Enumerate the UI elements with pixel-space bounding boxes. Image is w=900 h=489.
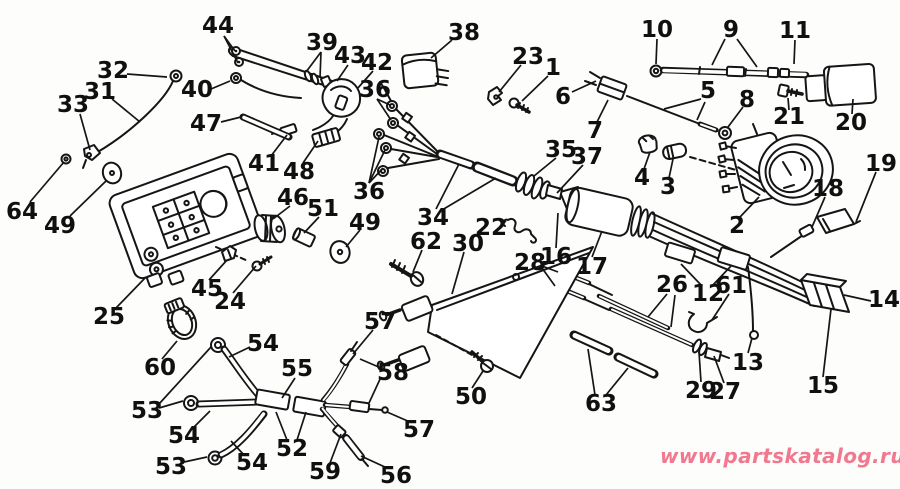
part-label-46: 46	[277, 185, 309, 211]
part-label-34: 34	[417, 205, 449, 231]
part-label-24: 24	[214, 289, 246, 315]
part-label-53b: 53	[155, 454, 187, 480]
part-label-8: 8	[739, 87, 755, 113]
part-label-42: 42	[361, 50, 393, 76]
part-label-59: 59	[309, 459, 341, 485]
part-label-37: 37	[571, 144, 603, 170]
bulb-and-socket-drawing	[637, 134, 737, 171]
part-label-33: 33	[57, 92, 89, 118]
part-label-26: 26	[656, 272, 688, 298]
part-label-5: 5	[700, 78, 716, 104]
part-label-19: 19	[865, 151, 897, 177]
part-label-47: 47	[190, 111, 222, 137]
part-label-48: 48	[283, 159, 315, 185]
part-label-57a: 57	[364, 309, 396, 335]
part-label-54c: 54	[236, 450, 268, 476]
part-label-54b: 54	[168, 423, 200, 449]
part-label-64: 64	[6, 199, 38, 225]
part-label-49b: 49	[349, 210, 381, 236]
top-cable-and-boot-drawing	[649, 62, 877, 107]
part-label-30: 30	[452, 231, 484, 257]
part-label-7: 7	[587, 118, 603, 144]
part-label-20: 20	[835, 110, 867, 136]
part-label-45: 45	[191, 276, 223, 302]
part-label-21: 21	[773, 104, 805, 130]
part-label-50: 50	[455, 384, 487, 410]
part-label-32: 32	[97, 58, 129, 84]
part-label-9: 9	[723, 17, 739, 43]
part-label-25: 25	[93, 304, 125, 330]
part-label-2: 2	[729, 213, 745, 239]
part-label-53a: 53	[131, 398, 163, 424]
part-label-36a: 36	[359, 77, 391, 103]
part-label-55: 55	[281, 356, 313, 382]
part-label-54a: 54	[247, 331, 279, 357]
part-label-63: 63	[585, 391, 617, 417]
clip-and-screw-drawing	[487, 86, 531, 114]
part-label-60: 60	[144, 355, 176, 381]
part-label-13: 13	[732, 350, 764, 376]
part-label-23: 23	[512, 44, 544, 70]
leader-lines	[29, 35, 877, 469]
part-label-36b: 36	[353, 179, 385, 205]
choke-wire-connector-drawing	[584, 71, 732, 140]
tachometer-gauge-drawing	[717, 123, 834, 206]
part-label-12: 12	[692, 281, 724, 307]
part-label-22: 22	[475, 215, 507, 241]
part-label-58: 58	[377, 360, 409, 386]
part-label-15: 15	[807, 373, 839, 399]
part-label-1: 1	[545, 55, 561, 81]
part-label-31: 31	[84, 79, 116, 105]
part-label-44: 44	[202, 13, 234, 39]
relay-drawing	[400, 51, 450, 90]
battery-harness-drawing	[183, 337, 389, 467]
sleeve-tubes-drawing	[569, 330, 659, 379]
part-label-61: 61	[715, 273, 747, 299]
part-label-62: 62	[410, 229, 442, 255]
part-label-39: 39	[306, 30, 338, 56]
part-label-57b: 57	[403, 417, 435, 443]
part-label-27: 27	[709, 379, 741, 405]
control-box-drawing	[108, 152, 351, 340]
part-label-29: 29	[685, 378, 717, 404]
part-label-3: 3	[660, 174, 676, 200]
ignition-coil-harness-drawing	[559, 186, 850, 340]
sender-connector-drawing	[770, 208, 861, 258]
part-label-10: 10	[641, 17, 673, 43]
lanyard-cable-drawing	[60, 69, 183, 185]
part-label-16: 16	[540, 244, 572, 270]
engine-harness-drawing	[373, 81, 563, 244]
part-label-28: 28	[514, 250, 546, 276]
part-label-52: 52	[276, 436, 308, 462]
part-label-14: 14	[868, 287, 900, 313]
part-label-41: 41	[248, 151, 280, 177]
lead-wires-drawing	[596, 293, 730, 362]
part-label-38: 38	[448, 20, 480, 46]
part-label-43: 43	[334, 43, 366, 69]
part-label-49a: 49	[44, 213, 76, 239]
part-label-18: 18	[812, 176, 844, 202]
part-label-40: 40	[181, 77, 213, 103]
power-pack-plate-drawing	[376, 246, 594, 379]
part-label-4: 4	[634, 165, 650, 191]
part-label-17: 17	[576, 254, 608, 280]
watermark: www.partskatalog.ru	[660, 444, 900, 468]
part-label-11: 11	[779, 18, 811, 44]
part-label-56: 56	[380, 463, 412, 489]
part-label-35: 35	[545, 137, 577, 163]
part-label-51: 51	[307, 196, 339, 222]
part-label-6: 6	[555, 84, 571, 110]
